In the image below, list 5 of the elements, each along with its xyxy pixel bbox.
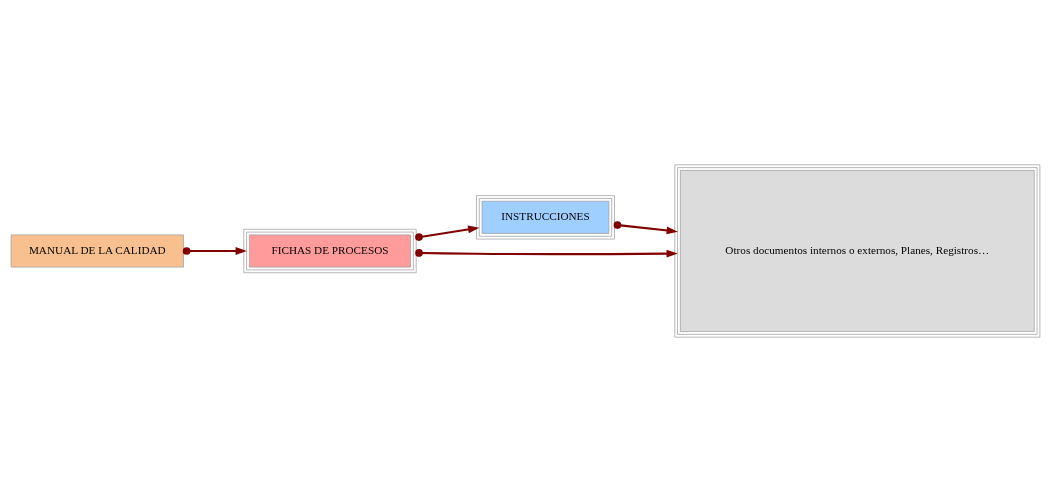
arrow (613, 221, 678, 235)
arrow (415, 249, 678, 258)
node-box: MANUAL DE LA CALIDAD (10, 234, 184, 268)
arrow (415, 225, 480, 241)
arrow (182, 247, 247, 255)
